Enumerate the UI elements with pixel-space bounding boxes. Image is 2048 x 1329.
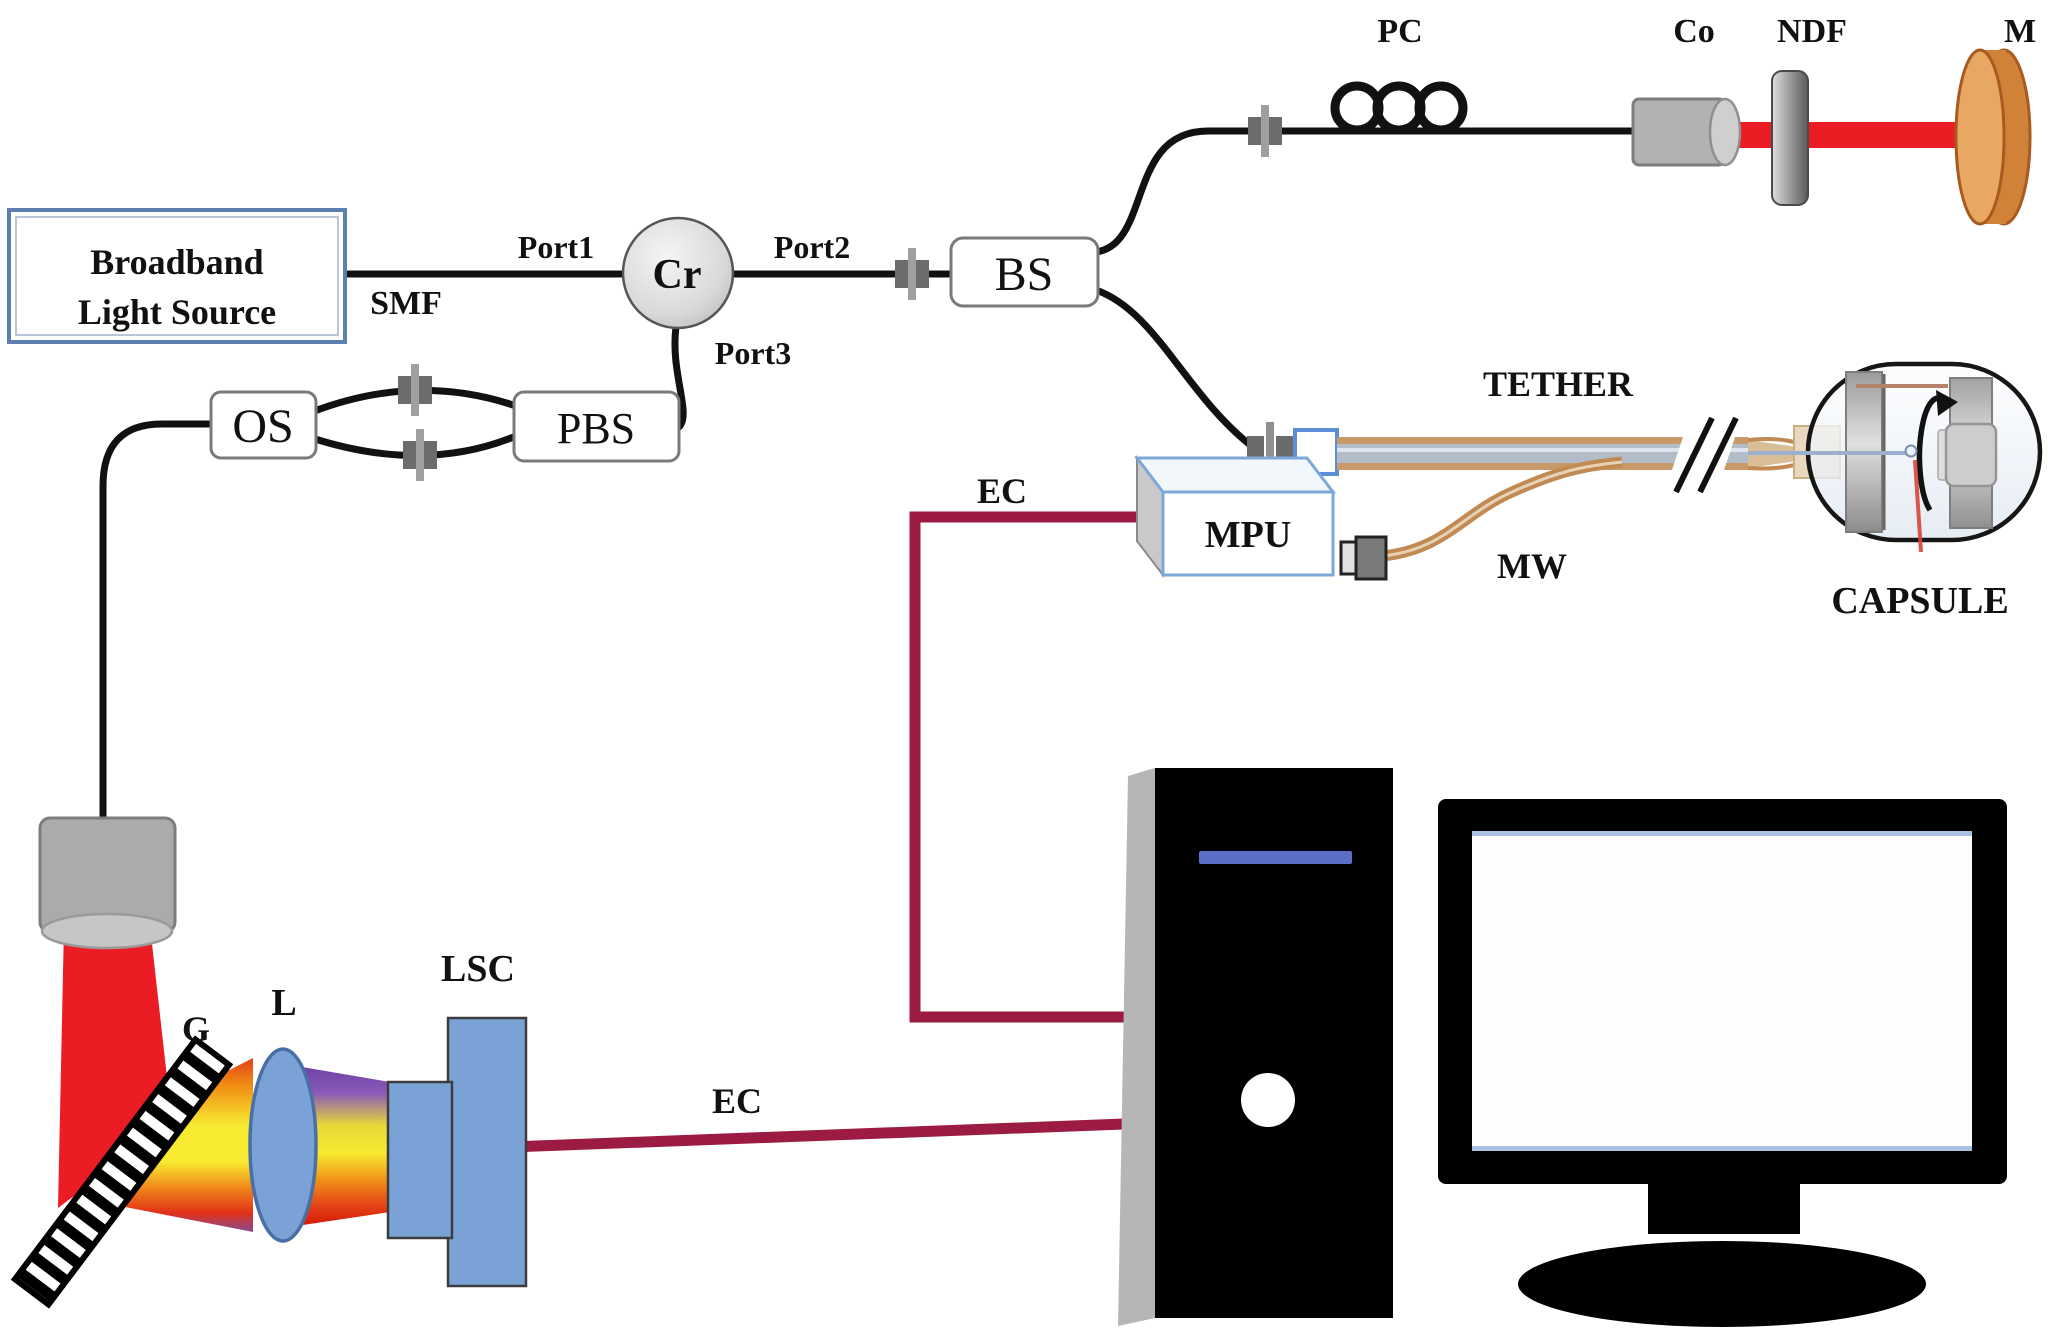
mw-cable — [1381, 456, 1623, 562]
mw-cable-highlight — [1381, 460, 1623, 558]
ec-cable-mpu-to-computer — [909, 511, 1160, 1023]
monitor-screen — [1472, 831, 1972, 1151]
focusing-lens — [248, 1047, 318, 1243]
polarization-controller-loops — [1330, 81, 1468, 135]
circulator — [621, 216, 735, 330]
beam-splitter-box — [949, 236, 1100, 308]
capsule-device — [1747, 361, 2043, 553]
collimator-co-face — [1708, 97, 1742, 167]
capsule-scan-beam — [1913, 459, 1923, 553]
mw-label: MW — [1497, 546, 1567, 586]
ec-cable-lsc-to-computer — [509, 1117, 1153, 1153]
mirror-label: M — [2004, 13, 2036, 50]
connector-os-pbs-lower — [403, 429, 437, 481]
lsc-label: LSC — [441, 948, 515, 990]
bs-label: BS — [995, 248, 1054, 301]
connector-os-pbs-upper — [398, 364, 432, 416]
circulator-label: Cr — [653, 252, 702, 298]
dispersed-beam-right — [296, 1066, 390, 1226]
tether-label: TETHER — [1483, 364, 1634, 404]
connector-reference-arm — [1248, 105, 1282, 157]
mpu-label: MPU — [1205, 514, 1292, 556]
capsule-focus-spot — [1904, 444, 1918, 458]
line-scan-camera-body — [446, 1016, 528, 1288]
monitor — [1438, 799, 2007, 1327]
grating-label: G — [182, 1009, 210, 1049]
dispersed-beam-left — [115, 1058, 253, 1232]
lens-label: L — [271, 982, 296, 1024]
capsule-motor — [1944, 422, 1998, 488]
os-label: OS — [232, 400, 293, 453]
pbs-box — [512, 390, 681, 463]
computer-tower — [1118, 768, 1393, 1326]
reference-beam — [1718, 122, 1970, 148]
tower-front — [1155, 768, 1393, 1318]
ndf-label: NDF — [1777, 13, 1847, 50]
pc-loop-3 — [1414, 81, 1468, 135]
broadband-source-inner-border — [15, 216, 339, 336]
port1-label: Port1 — [518, 229, 594, 265]
mpu-top-face — [1133, 456, 1337, 494]
diffraction-grating — [10, 1035, 234, 1309]
capsule-label: CAPSULE — [1831, 580, 2008, 622]
os-box — [209, 390, 318, 460]
pc-label: PC — [1377, 13, 1422, 50]
fiber-port3-to-pbs — [671, 323, 687, 431]
port2-label: Port2 — [774, 229, 850, 265]
mpu-front-face — [1161, 490, 1335, 577]
co-label: Co — [1673, 13, 1715, 50]
spectrometer-collimator-opening — [40, 912, 174, 950]
line-scan-camera-mount — [386, 1080, 454, 1240]
mirror-face — [1954, 48, 2006, 226]
neutral-density-filter — [1771, 70, 1809, 206]
mpu-box — [1133, 455, 1337, 578]
pc-loop-2 — [1372, 81, 1426, 135]
pbs-label: PBS — [557, 404, 635, 453]
fiber-connectors — [398, 105, 1282, 481]
tower-side-panel — [1118, 768, 1155, 1326]
fiber-os-to-spectrometer — [99, 420, 215, 826]
monitor-screen-top-edge — [1472, 831, 1972, 836]
fiber-bs-to-sample-arm — [1092, 286, 1262, 455]
smf-label: SMF — [370, 285, 442, 322]
monitor-base — [1518, 1241, 1926, 1327]
ec-lower-label: EC — [712, 1081, 762, 1121]
tower-power-button — [1241, 1073, 1295, 1127]
tower-drive-slot — [1199, 851, 1352, 864]
fiber-bs-to-reference-arm — [1092, 127, 1640, 256]
broadband-source-box — [7, 208, 347, 344]
rotation-arrowhead — [1936, 390, 1958, 416]
port3-label: Port3 — [715, 335, 791, 371]
pc-loop-1 — [1330, 81, 1384, 135]
mw-connector — [1339, 535, 1388, 581]
monitor-screen-bottom-edge — [1472, 1146, 1972, 1151]
source-label-line2: Light Source — [78, 292, 276, 332]
source-label-line1: Broadband — [90, 242, 263, 282]
ec-upper-label: EC — [977, 471, 1027, 511]
monitor-stand — [1648, 1184, 1800, 1234]
tether-break-mark — [1664, 416, 1742, 494]
connector-port2 — [895, 248, 929, 300]
